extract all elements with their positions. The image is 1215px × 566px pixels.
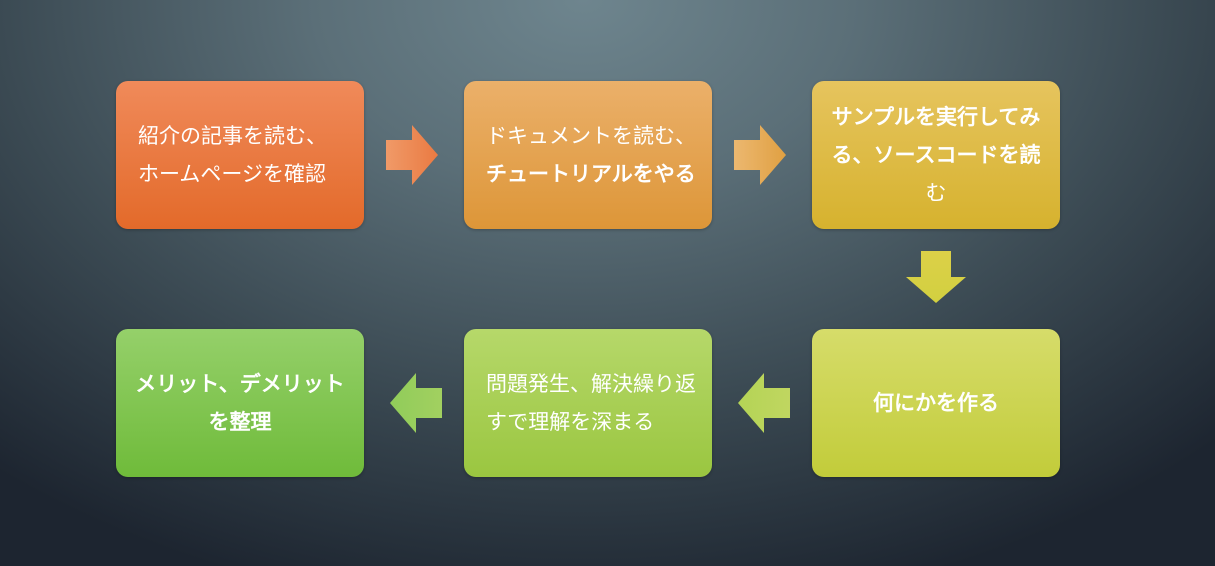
step-box-5: 問題発生、解決繰り返 すで理解を深まる: [464, 329, 712, 477]
arrow-right-icon: [386, 125, 438, 185]
step-box-4: 何にかを作る: [812, 329, 1060, 477]
step-2-line-1: ドキュメントを読む、: [486, 124, 696, 148]
step-2-line-2: チュートリアルをやる: [486, 162, 696, 186]
step-text-1: 紹介の記事を読む、 ホームページを確認: [126, 117, 354, 193]
step-6-line-2: を整理: [208, 410, 272, 434]
step-1-line-1: 紹介の記事を読む、: [138, 124, 327, 148]
step-1-line-2: ホームページを確認: [138, 162, 326, 186]
step-5-line-1: 問題発生、解決繰り返: [486, 372, 696, 396]
arrow-left-icon: [738, 373, 790, 433]
step-box-3: サンプルを実行してみ る、ソースコードを読 む: [812, 81, 1060, 229]
step-text-5: 問題発生、解決繰り返 すで理解を深まる: [474, 365, 702, 441]
step-box-6: メリット、デメリット を整理: [116, 329, 364, 477]
step-4-line-1: 何にかを作る: [873, 391, 999, 415]
arrow-down-icon: [906, 251, 966, 303]
step-box-1: 紹介の記事を読む、 ホームページを確認: [116, 81, 364, 229]
step-box-2: ドキュメントを読む、 チュートリアルをやる: [464, 81, 712, 229]
step-text-2: ドキュメントを読む、 チュートリアルをやる: [474, 117, 702, 193]
step-text-6: メリット、デメリット を整理: [126, 365, 354, 441]
step-3-line-2: る、ソースコードを読: [831, 143, 1041, 167]
step-5-line-2: すで理解を深まる: [486, 410, 655, 434]
step-text-4: 何にかを作る: [822, 384, 1050, 422]
arrow-right-icon: [734, 125, 786, 185]
step-3-line-3: む: [925, 181, 947, 205]
step-text-3: サンプルを実行してみ る、ソースコードを読 む: [822, 98, 1050, 212]
arrow-left-icon: [390, 373, 442, 433]
step-3-line-1: サンプルを実行してみ: [831, 105, 1041, 129]
step-6-line-1: メリット、デメリット: [135, 372, 345, 396]
